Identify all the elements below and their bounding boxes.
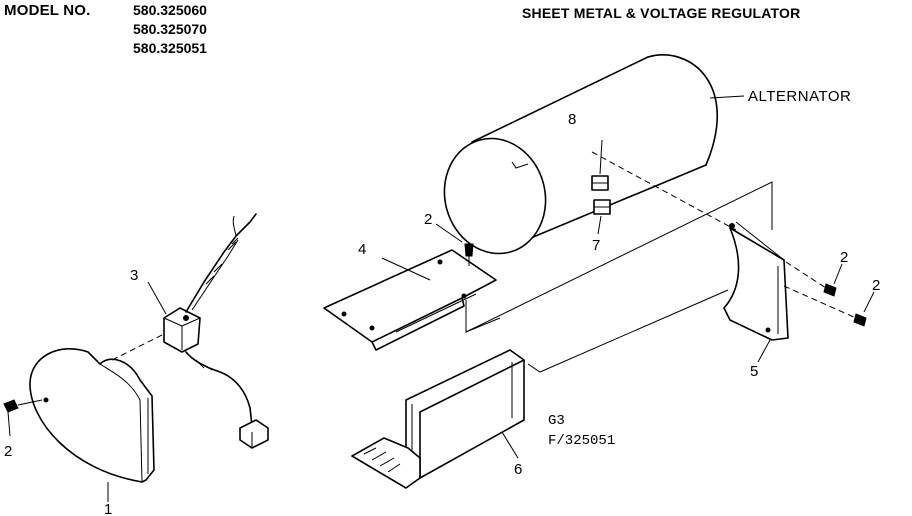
end-cover-part-1 [29, 348, 155, 483]
diagram-title: SHEET METAL & VOLTAGE REGULATOR [522, 5, 801, 21]
callout-6: 6 [514, 461, 522, 478]
model-number-2: 580.325070 [133, 21, 207, 37]
side-bracket-part-5 [723, 221, 789, 341]
connector-part-8 [591, 175, 609, 191]
voltage-regulator-part-3 [163, 307, 201, 353]
alternator-cylinder [443, 54, 723, 255]
plug-connector [239, 419, 269, 449]
connector-part-7 [593, 199, 611, 215]
callout-7: 7 [592, 237, 600, 254]
callout-2-right-b: 2 [872, 277, 880, 294]
callout-5: 5 [750, 363, 758, 380]
alternator-label: ALTERNATOR [748, 88, 851, 105]
regulator-wire-harness [185, 213, 257, 427]
model-number-label: MODEL NO. [4, 2, 91, 19]
figure-code: G3 [548, 413, 565, 429]
callout-2-center: 2 [424, 211, 432, 228]
callout-2-left: 2 [4, 443, 12, 460]
bracket-plate-part-4 [323, 249, 497, 351]
screw-icon-part-2-center [464, 243, 474, 266]
screw-icon-part-2-left [3, 399, 43, 413]
figure-ref: F/325051 [548, 433, 615, 449]
callout-4: 4 [358, 241, 366, 258]
sheet-outline [465, 181, 773, 373]
callout-2-right-a: 2 [840, 249, 848, 266]
screw-icon-part-2-right-b [853, 313, 867, 327]
model-number-3: 580.325051 [133, 40, 207, 56]
lower-tray-part-6 [351, 349, 525, 489]
model-number-1: 580.325060 [133, 2, 207, 18]
callout-1: 1 [104, 501, 112, 516]
screw-icon-part-2-right-a [823, 283, 837, 297]
callout-3: 3 [130, 267, 138, 284]
callout-8: 8 [568, 111, 576, 128]
